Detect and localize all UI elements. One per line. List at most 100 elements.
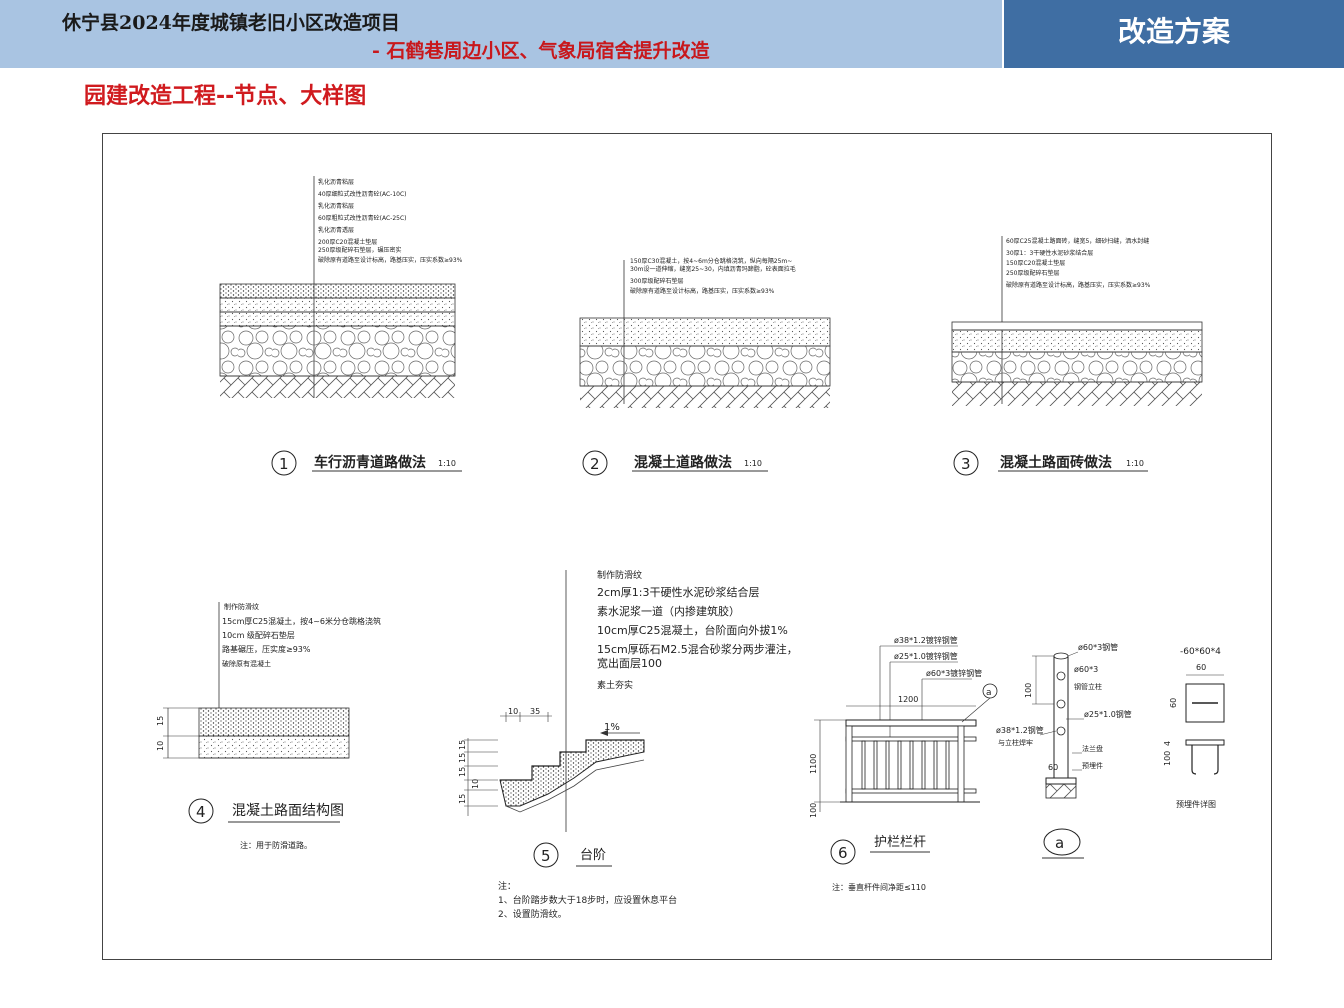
detail-3-section xyxy=(951,321,1203,406)
project-title: 休宁县2024年度城镇老旧小区改造项目 xyxy=(62,12,400,34)
detail-4-layer: 10cm 级配碎石垫层 xyxy=(222,630,295,640)
section-title: 园建改造工程--节点、大样图 xyxy=(84,84,367,109)
detail-5-dim-left: 15 xyxy=(458,740,467,750)
detail-5-dimensions: 10 35 15 15 15 10 15 xyxy=(458,707,552,816)
detail-1-layer: 乳化沥青粘层 xyxy=(318,178,354,186)
detail-5-layer: 10cm厚C25混凝土，台阶面向外拔1% xyxy=(597,623,788,637)
detail-3-scale: 1:10 xyxy=(1126,459,1144,468)
detail-5-dim-left: 10 xyxy=(471,779,480,789)
detail-2-scale: 1:10 xyxy=(744,459,762,468)
detail-4-section xyxy=(198,707,350,759)
detail-5-dim-left: 15 xyxy=(458,753,467,763)
detail-5-layer: 制作防滑纹 xyxy=(597,569,642,581)
embed-top-label: -60*60*4 xyxy=(1180,647,1221,657)
header-badge: 改造方案 xyxy=(1004,0,1344,68)
detail-6-callout: a xyxy=(986,688,992,698)
detail-3-title: 混凝土路面砖做法 xyxy=(1000,454,1112,471)
detail-5-layer: 素土夯实 xyxy=(597,679,633,691)
detail-5-dim-top: 35 xyxy=(530,707,540,716)
detail-6-label: ø38*1.2镀锌钢管 xyxy=(894,635,958,645)
header-bar: 休宁县2024年度城镇老旧小区改造项目 - 石鹤巷周边小区、气象局宿舍提升改造 xyxy=(0,0,1002,68)
detail-1-layer: 60厚粗粒式改性沥青砼(AC-25C) xyxy=(318,214,407,222)
detail-6-elevation: 1200 1100 100 a xyxy=(809,683,998,818)
embed-title: 预埋件详图 xyxy=(1176,799,1216,809)
detail-5-note: 2、设置防滑纹。 xyxy=(498,908,567,920)
detail-6-number: 6 xyxy=(838,844,848,862)
detail-4-dim: 10 xyxy=(156,741,165,751)
detail-6-label: ø25*1.0镀锌钢管 xyxy=(894,651,958,661)
detail-2-layer: 30m设一道伸缩，缝宽25~30，内填沥青玛蹄脂，砼表面拉毛 xyxy=(630,265,796,273)
detail-a-labels: ø60*3钢管 ø60*3 钢管立柱 ø25*1.0钢管 ø38*1.2钢管 与… xyxy=(996,642,1132,771)
detail-a-label: 钢管立柱 xyxy=(1074,682,1102,691)
detail-1-title: 车行沥青道路做法 xyxy=(314,454,426,471)
detail-1-layer: 乳化沥青粘层 xyxy=(318,202,354,210)
detail-5-steps: 制作防滑纹 2cm厚1:3干硬性水泥砂浆结合层 素水泥浆一道（内掺建筑胶） 10… xyxy=(458,569,798,920)
detail-5-dim-top: 10 xyxy=(508,707,518,716)
detail-1-layer-labels: 乳化沥青粘层 40厚细粒式改性沥青砼(AC-10C) 乳化沥青粘层 60厚粗粒式… xyxy=(318,178,463,264)
detail-4-note: 注：用于防滑道路。 xyxy=(240,840,312,850)
detail-a-label: 预埋件 xyxy=(1082,761,1103,770)
detail-3-number: 3 xyxy=(961,455,971,473)
detail-4-layer-labels: 制作防滑纹 15cm厚C25混凝土，按4~6米分仓跳格浇筑 10cm 级配碎石垫… xyxy=(222,602,381,668)
embed-dim: 100 xyxy=(1163,751,1172,766)
detail-5-layer: 15cm厚砾石M2.5混合砂浆分两步灌注， xyxy=(597,642,798,656)
detail-1-layer: 200厚C20混凝土垫层 xyxy=(318,238,377,246)
detail-a-label: 与立柱焊牢 xyxy=(998,738,1033,747)
detail-2-title: 混凝土道路做法 xyxy=(634,454,732,471)
detail-6-railing: ø38*1.2镀锌钢管 ø25*1.0镀锌钢管 ø60*3镀锌钢管 1200 xyxy=(809,635,998,892)
detail-6-title: 护栏栏杆 xyxy=(874,835,926,850)
detail-4-layer: 路基碾压，压实度≥93% xyxy=(222,644,311,654)
detail-1-layer: 250厚级配碎石垫层，碾压密实 xyxy=(318,246,401,254)
detail-a-title: a xyxy=(1055,834,1064,852)
detail-4-layer: 15cm厚C25混凝土，按4~6米分仓跳格浇筑 xyxy=(222,616,381,626)
detail-a-label: ø60*3 xyxy=(1074,665,1098,674)
detail-a-dim: 60 xyxy=(1048,763,1058,772)
detail-1-layer: 破除原有道路至设计标高，路基压实，压实系数≥93% xyxy=(318,256,463,264)
detail-4-number: 4 xyxy=(196,803,206,821)
detail-5-dim-left: 15 xyxy=(458,767,467,777)
detail-2-layer-labels: 150厚C30混凝土，按4~6m分仓跳格浇筑，纵向每隔25m~ 30m设一道伸缩… xyxy=(630,257,796,295)
detail-5-layer: 宽出面层100 xyxy=(597,656,662,670)
detail-3-layer: 250厚级配碎石垫层 xyxy=(1006,269,1059,277)
detail-2-concrete-road: 150厚C30混凝土，按4~6m分仓跳格浇筑，纵向每隔25m~ 30m设一道伸缩… xyxy=(579,257,831,476)
detail-1-layer: 40厚细粒式改性沥青砼(AC-10C) xyxy=(318,190,407,198)
detail-1-asphalt: 乳化沥青粘层 40厚细粒式改性沥青砼(AC-10C) 乳化沥青粘层 60厚粗粒式… xyxy=(219,176,463,476)
detail-6-leader-labels: ø38*1.2镀锌钢管 ø25*1.0镀锌钢管 ø60*3镀锌钢管 xyxy=(879,635,982,740)
project-subtitle: - 石鹤巷周边小区、气象局宿舍提升改造 xyxy=(372,40,710,62)
embed-dim: 60 xyxy=(1196,663,1206,672)
detail-3-layer: 破除原有道路至设计标高，路基压实，压实系数≥93% xyxy=(1006,281,1151,289)
detail-1-number: 1 xyxy=(279,455,289,473)
detail-5-slope: 1% xyxy=(604,722,620,733)
detail-4-layer: 制作防滑纹 xyxy=(224,602,259,611)
embed-dim: 4 xyxy=(1163,741,1172,746)
header-badge-label: 改造方案 xyxy=(1117,15,1230,48)
detail-3-layer: 30厚1：3干硬性水泥砂浆结合层 xyxy=(1006,249,1093,257)
detail-2-number: 2 xyxy=(590,455,600,473)
detail-6-dim: 1200 xyxy=(898,695,918,704)
detail-5-title: 台阶 xyxy=(580,848,606,863)
detail-5-number: 5 xyxy=(541,847,551,865)
detail-5-note: 1、台阶踏步数大于18步时，应设置休息平台 xyxy=(498,894,677,906)
detail-3-paver: 60厚C25混凝土路面砖，缝宽5，细砂扫缝，洒水封缝 30厚1：3干硬性水泥砂浆… xyxy=(951,236,1203,476)
detail-6-note: 注：垂直杆件间净距≤110 xyxy=(832,882,926,892)
detail-a-label: ø60*3钢管 xyxy=(1078,642,1118,652)
detail-5-layer: 2cm厚1:3干硬性水泥砂浆结合层 xyxy=(597,585,759,599)
detail-5-dim-left: 15 xyxy=(458,794,467,804)
detail-4-concrete-structure: 制作防滑纹 15cm厚C25混凝土，按4~6米分仓跳格浇筑 10cm 级配碎石垫… xyxy=(156,602,381,850)
detail-a-label: 法兰盘 xyxy=(1082,744,1103,753)
detail-4-layer: 破除原有混凝土 xyxy=(222,659,271,668)
embed-dim: 60 xyxy=(1169,698,1178,708)
detail-3-layer: 150厚C20混凝土垫层 xyxy=(1006,259,1065,267)
detail-5-layer-labels: 制作防滑纹 2cm厚1:3干硬性水泥砂浆结合层 素水泥浆一道（内掺建筑胶） 10… xyxy=(597,569,798,691)
detail-5-note: 注： xyxy=(498,880,516,892)
detail-2-section xyxy=(579,317,831,408)
detail-a-post: ø60*3钢管 ø60*3 钢管立柱 ø25*1.0钢管 ø38*1.2钢管 与… xyxy=(996,642,1132,859)
detail-2-layer: 破除原有道路至设计标高，路基压实，压实系数≥93% xyxy=(630,287,775,295)
detail-4-dimensions: 15 10 xyxy=(156,707,199,759)
drawing-frame xyxy=(102,133,1272,960)
detail-a-dim: 100 xyxy=(1024,683,1033,698)
detail-1-layer: 乳化沥青透层 xyxy=(318,226,354,234)
detail-5-layer: 素水泥浆一道（内掺建筑胶） xyxy=(597,604,740,618)
detail-1-section xyxy=(219,283,456,398)
